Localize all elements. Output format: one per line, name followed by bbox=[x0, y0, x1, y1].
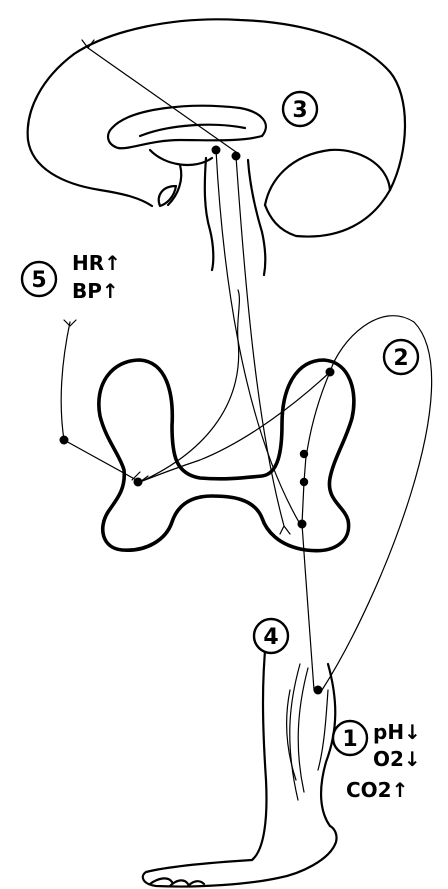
marker-2-label: 2 bbox=[393, 346, 408, 371]
hr-label: HR↑ bbox=[72, 251, 121, 275]
leg-back-outline bbox=[252, 640, 266, 860]
bp-label: BP↑ bbox=[72, 279, 119, 303]
brainstem-right bbox=[248, 160, 265, 275]
brainstem-left bbox=[205, 158, 214, 270]
marker-1-label: 1 bbox=[342, 727, 357, 752]
marker-4-label: 4 bbox=[263, 625, 278, 650]
dorsal-horn-relay bbox=[306, 372, 330, 458]
hypothalamus bbox=[159, 186, 176, 206]
calf-muscle-2 bbox=[298, 668, 308, 792]
neuron-inter-1 bbox=[300, 450, 308, 458]
cortex-projection bbox=[88, 48, 236, 152]
spinal-gray-matter bbox=[99, 360, 354, 551]
neuron-inter-2 bbox=[300, 478, 308, 486]
marker-5: 5 bbox=[22, 262, 56, 296]
neuron-dorsal-horn bbox=[326, 368, 335, 377]
neuron-ganglion bbox=[60, 436, 69, 445]
o2-label: O2↓ bbox=[373, 747, 421, 771]
neuron-ventral-horn bbox=[298, 520, 307, 529]
leg bbox=[143, 640, 337, 887]
sympathetic-outflow bbox=[140, 290, 239, 482]
interneuron-chain bbox=[302, 456, 306, 524]
ph-label: pH↓ bbox=[373, 720, 421, 744]
toes bbox=[150, 878, 204, 886]
marker-1: 1 bbox=[333, 721, 367, 755]
neuron-muscle bbox=[314, 686, 323, 695]
neuron-thalamus bbox=[212, 146, 221, 155]
marker-5-label: 5 bbox=[31, 268, 46, 293]
neuron-brainstem bbox=[232, 152, 241, 161]
fornix bbox=[140, 125, 245, 136]
foot-outline bbox=[143, 826, 337, 887]
cerebrum-lower-outline bbox=[28, 54, 152, 206]
neuron-lateral-horn bbox=[134, 478, 143, 487]
marker-3-label: 3 bbox=[292, 98, 307, 123]
marker-3: 3 bbox=[283, 92, 317, 126]
cerebellum-outline bbox=[265, 150, 390, 205]
co2-label: CO2↑ bbox=[346, 778, 408, 802]
marker-4: 4 bbox=[254, 619, 288, 653]
marker-2: 2 bbox=[384, 340, 418, 374]
descending-tract-left bbox=[216, 150, 300, 524]
